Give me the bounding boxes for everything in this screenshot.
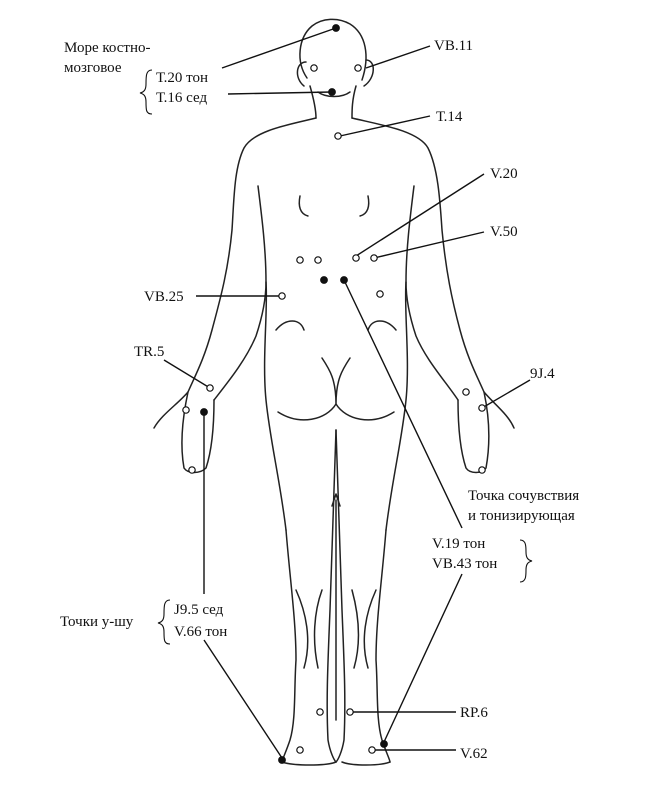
point-j94-b [478,404,486,412]
neck-hairline [317,91,351,98]
point-vb25-left [278,292,286,300]
glute-cleft [321,357,351,405]
point-left-finger [188,466,196,474]
label-v62: V.62 [460,746,488,762]
leader-v19 [343,279,463,529]
leader-lines [163,27,531,759]
lower-back-dimples [275,320,397,331]
right-calf [351,589,377,669]
right-leg-inner [335,429,346,763]
left-hip [263,281,287,531]
label-vb25: VB.25 [144,289,184,305]
point-rp6-right [346,708,354,716]
left-hand [153,391,215,474]
label-t16: Т.16 сед [156,90,207,106]
leader-t16 [227,91,333,95]
right-arm-inner [405,185,459,401]
left-leg-outer [281,529,297,763]
left-torso [187,117,317,393]
right-foot [341,761,391,766]
leader-vb43 [383,573,463,743]
body-outline [153,18,515,766]
point-tr5 [206,384,214,392]
left-foot [281,761,337,766]
left-calf [295,589,323,669]
head-outline [299,18,367,81]
point-j95 [200,408,208,416]
point-rp6-left [316,708,324,716]
label-j94: 9J.4 [530,366,555,382]
point-j94-a [462,388,470,396]
point-v19-left [320,276,328,284]
brace-t20-t16 [139,69,153,115]
right-hip [385,281,409,531]
label-sympathy-2: и тонизирующая [468,508,575,524]
point-v66 [278,756,286,764]
leader-sea-marrow [221,27,337,69]
point-vb11-right [354,64,362,72]
right-hand [457,391,515,474]
point-v62 [368,746,376,754]
label-rp6: RP.6 [460,705,488,721]
label-vb11: VB.11 [434,38,473,54]
point-v50 [370,254,378,262]
label-t20: Т.20 тон [156,70,208,86]
label-sympathy-1: Точка сочувствия [468,488,579,504]
point-left-ankle [296,746,304,754]
right-leg-outer [375,529,391,763]
leader-v50 [373,231,485,259]
leader-v66 [203,639,283,759]
left-arm-inner [213,185,267,401]
label-v20: V.20 [490,166,518,182]
point-right-finger [478,466,486,474]
point-v20-left [296,256,304,264]
point-v20-mid [314,256,322,264]
label-j95: J9.5 сед [174,602,224,618]
right-ear [363,59,374,87]
right-torso [351,117,485,393]
label-tr5: TR.5 [134,344,164,360]
label-v66: V.66 тон [174,624,227,640]
point-v20-right [352,254,360,262]
point-v19-right [340,276,348,284]
leader-t14 [339,115,431,137]
point-left-hand [182,406,190,414]
label-v19: V.19 тон [432,536,485,552]
brace-j95-v66 [157,599,171,645]
leader-tr5 [163,359,211,389]
left-ear [296,61,307,87]
label-sea-marrow-1: Море костно- [64,40,151,56]
points [182,24,486,764]
point-vb43 [380,740,388,748]
label-v50: V.50 [490,224,518,240]
buttocks [277,403,395,421]
labels: Море костно- мозговое Т.20 тон Т.16 сед … [60,38,579,762]
left-leg-inner [326,429,337,763]
leader-vb11 [365,45,431,69]
label-t14: Т.14 [436,109,463,125]
point-vb25-right [376,290,384,298]
label-vb43: VB.43 тон [432,556,497,572]
point-t16 [328,88,336,96]
brace-v19-vb43 [519,539,533,583]
scapula-right [359,195,370,217]
point-t14 [334,132,342,140]
neck-right [351,85,357,119]
point-vb11-left [310,64,318,72]
neck-left [309,85,317,119]
label-wushu: Точки у-шу [60,614,134,630]
midline-arrow [331,493,341,721]
label-sea-marrow-2: мозговое [64,60,122,76]
leader-j94 [481,379,531,409]
point-sea-marrow [332,24,340,32]
leader-v20 [355,173,485,257]
scapula-left [298,195,309,217]
